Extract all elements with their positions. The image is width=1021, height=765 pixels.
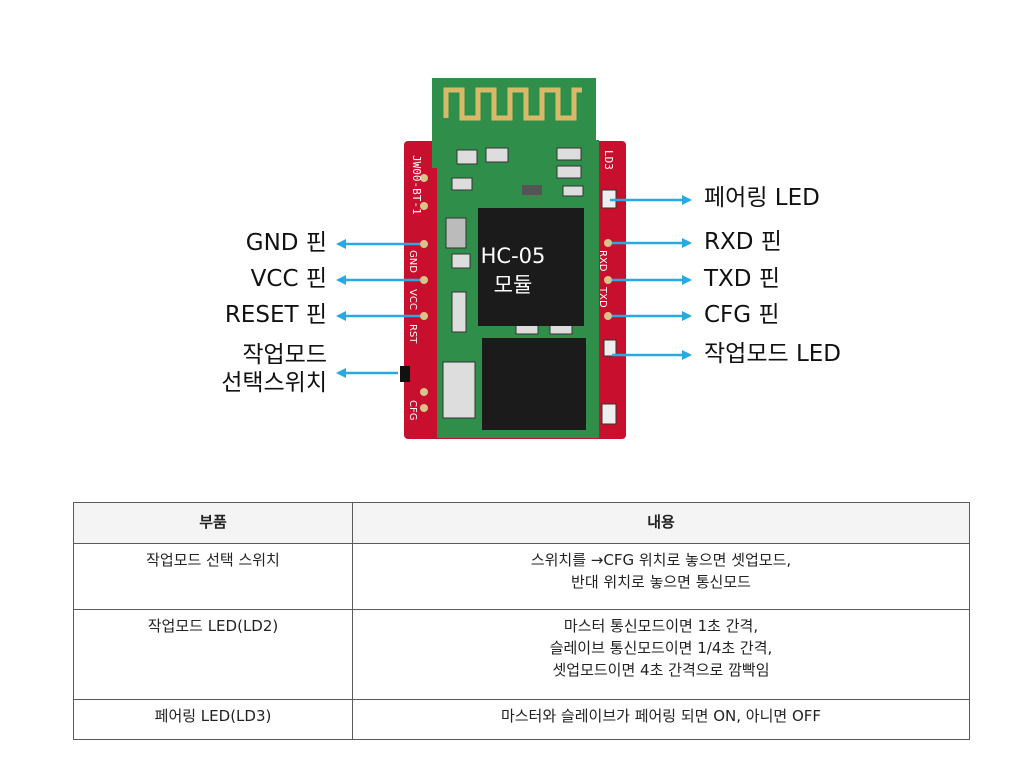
callout-gnd-pin: GND 핀 — [245, 230, 327, 256]
board-side-label-left: JW00-BT-1 — [410, 155, 423, 215]
callout-mode-switch-line2: 선택스위치 — [221, 369, 327, 396]
cell-part: 작업모드 LED(LD2) — [73, 609, 353, 700]
callout-pairing-led: 페어링 LED — [704, 185, 820, 211]
board-side-label-right: LD3 — [602, 150, 615, 170]
pin-label-gnd: GND — [407, 250, 418, 273]
callout-txd-pin: TXD 핀 — [704, 266, 780, 292]
antenna-trace — [443, 87, 582, 121]
header-part: 부품 — [73, 502, 353, 544]
cell-part: 페어링 LED(LD3) — [73, 699, 353, 740]
callout-rxd-pin: RXD 핀 — [704, 229, 782, 255]
callout-reset-pin: RESET 핀 — [224, 302, 327, 328]
description-line: 슬레이브 통신모드이면 1/4초 간격, — [549, 638, 773, 657]
description-line: 마스터 통신모드이면 1초 간격, — [563, 617, 759, 635]
table-row: 작업모드 LED(LD2) 마스터 통신모드이면 1초 간격, 슬레이브 통신모… — [73, 609, 970, 700]
cell-part: 작업모드 선택 스위치 — [73, 543, 353, 610]
pin-label-vcc: VCC — [407, 289, 418, 310]
cell-description: 마스터 통신모드이면 1초 간격, 슬레이브 통신모드이면 1/4초 간격, 셋… — [352, 609, 970, 700]
component-table: 부품 내용 작업모드 선택 스위치 스위치를 →CFG 위치로 놓으면 셋업모드… — [73, 502, 970, 740]
description-line: 반대 위치로 놓으면 통신모드 — [571, 572, 751, 591]
main-chip — [478, 208, 584, 326]
flash-chip — [482, 338, 586, 430]
callout-mode-switch: 작업모드 선택스위치 — [187, 342, 327, 397]
table-row: 작업모드 선택 스위치 스위치를 →CFG 위치로 놓으면 셋업모드, 반대 위… — [73, 543, 970, 610]
callout-vcc-pin: VCC 핀 — [250, 266, 327, 292]
cell-description: 마스터와 슬레이브가 페어링 되면 ON, 아니면 OFF — [352, 699, 970, 740]
pin-label-txd: TXD — [597, 286, 608, 308]
module-diagram: JW00-BT-1 LD3 GND VCC RST RXD TXD CFG HC… — [187, 78, 842, 439]
callout-mode-led: 작업모드 LED — [704, 341, 842, 367]
callout-cfg-pin: CFG 핀 — [704, 302, 780, 328]
pin-label-rxd: RXD — [597, 250, 608, 272]
description-line: 스위치를 →CFG 위치로 놓으면 셋업모드, — [530, 551, 792, 569]
table-row: 페어링 LED(LD3) 마스터와 슬레이브가 페어링 되면 ON, 아니면 O… — [73, 699, 970, 740]
description-line: 셋업모드이면 4초 간격으로 깜빡임 — [552, 660, 770, 679]
description-line: 마스터와 슬레이브가 페어링 되면 ON, 아니면 OFF — [500, 707, 822, 725]
module-label-line2: 모듈 — [494, 273, 533, 297]
board-illustration: JW00-BT-1 LD3 GND VCC RST RXD TXD CFG HC… — [336, 78, 692, 439]
mode-switch — [400, 366, 410, 382]
pin-label-rst: RST — [407, 324, 418, 344]
pin-label-cfg: CFG — [407, 400, 418, 420]
module-label-line1: HC-05 — [481, 244, 546, 268]
header-description: 내용 — [352, 502, 970, 544]
cell-description: 스위치를 →CFG 위치로 놓으면 셋업모드, 반대 위치로 놓으면 통신모드 — [352, 543, 970, 610]
callout-mode-switch-line1: 작업모드 — [242, 342, 327, 368]
table-header-row: 부품 내용 — [73, 502, 970, 544]
